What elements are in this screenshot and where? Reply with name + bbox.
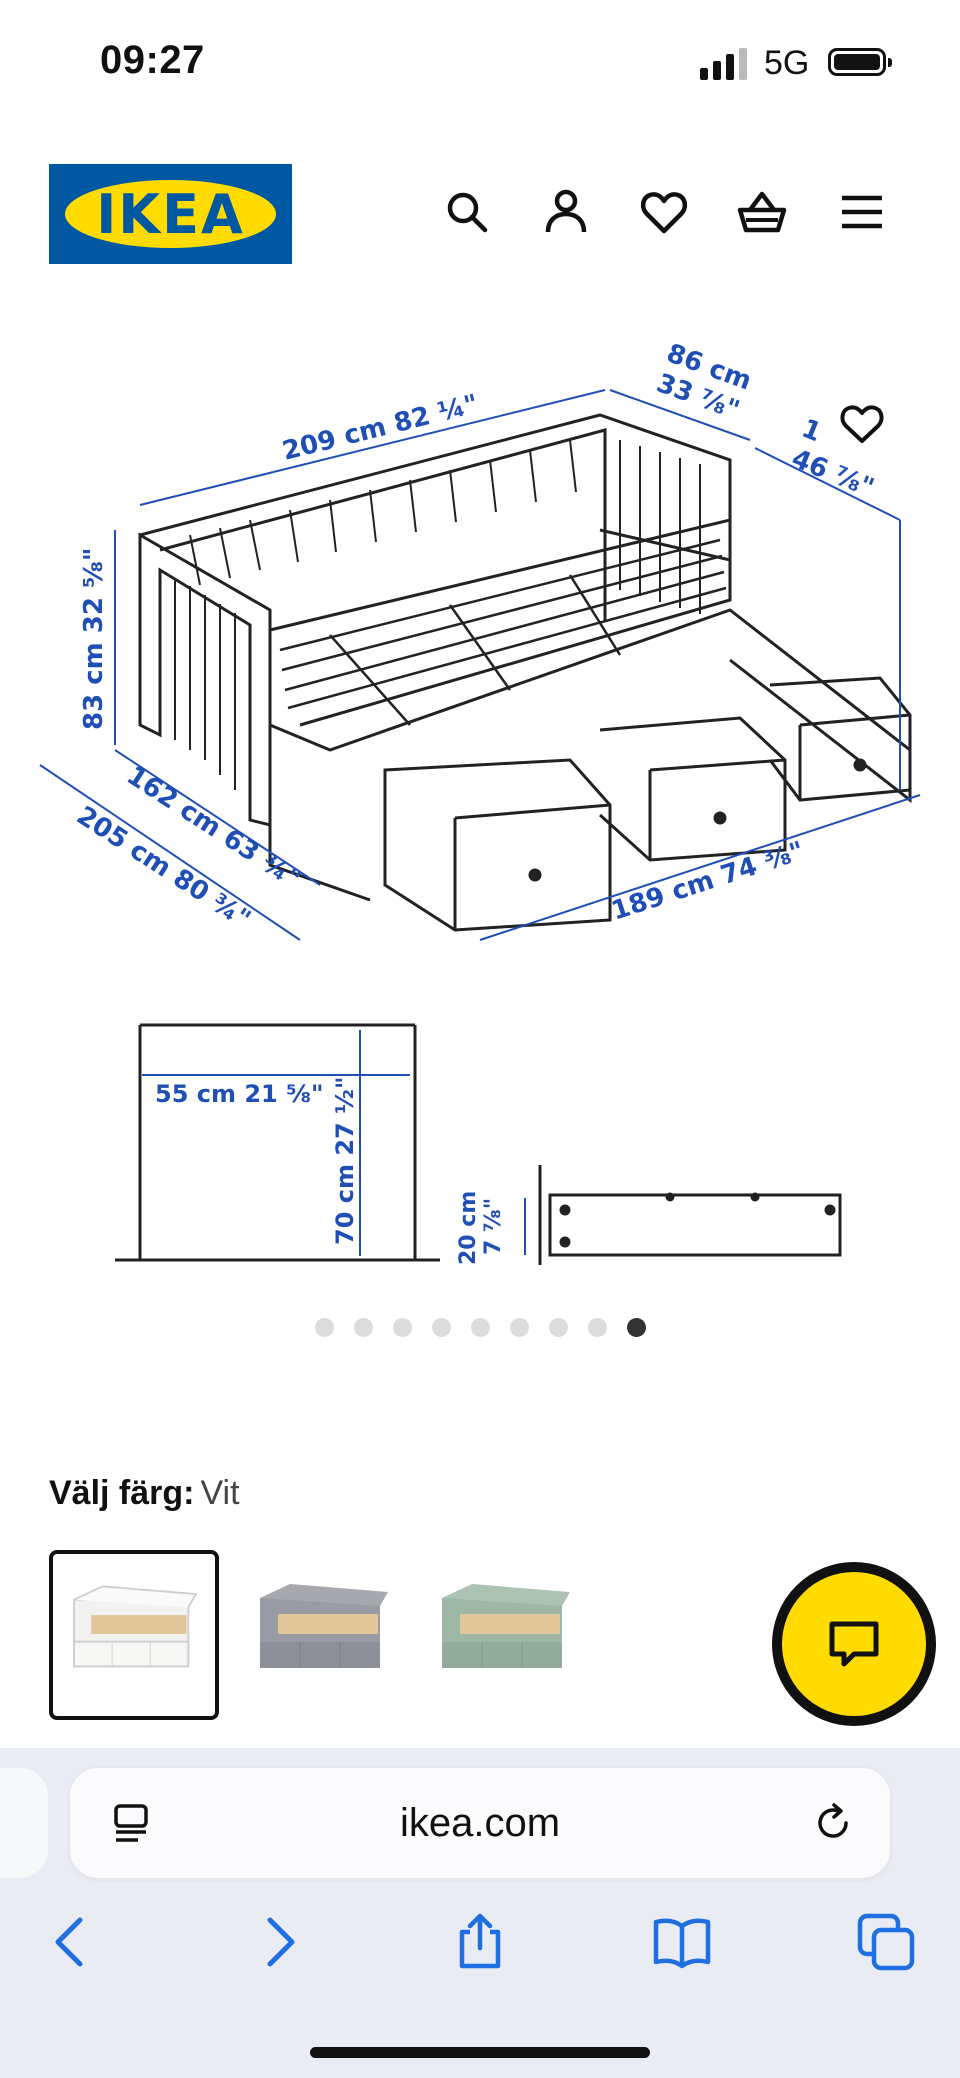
home-indicator[interactable] <box>310 2047 650 2058</box>
account-icon[interactable] <box>540 186 592 238</box>
carousel-dot[interactable] <box>431 1318 451 1337</box>
color-swatch-green[interactable] <box>420 1550 590 1720</box>
product-dimension-drawing[interactable]: 209 cm 82 ¼" 86 cm 33 ⅞" 1 46 ⅞" 83 cm 3… <box>30 330 930 1270</box>
forward-chevron-icon[interactable] <box>248 1912 308 1972</box>
bookmarks-book-icon[interactable] <box>652 1912 712 1972</box>
carousel-dot[interactable] <box>353 1318 373 1337</box>
color-selection-label: Välj färg:Vit <box>49 1474 240 1513</box>
reload-icon[interactable] <box>810 1800 856 1846</box>
search-icon[interactable] <box>441 186 493 238</box>
dim-base-height-cm: 20 cm <box>456 1191 481 1265</box>
color-swatch-grey[interactable] <box>238 1550 408 1720</box>
carousel-dot[interactable] <box>587 1318 607 1337</box>
carousel-dot[interactable] <box>548 1318 568 1337</box>
color-swatch-white[interactable] <box>49 1550 219 1720</box>
cellular-signal-icon <box>700 48 748 80</box>
chat-support-button[interactable] <box>772 1562 936 1726</box>
address-bar[interactable]: ikea.com <box>70 1768 890 1878</box>
carousel-dot[interactable] <box>470 1318 490 1337</box>
dim-base-height-in: 7 ⅞" <box>481 1198 506 1255</box>
save-favorite-heart-icon[interactable] <box>838 400 886 448</box>
back-chevron-icon[interactable] <box>42 1912 102 1972</box>
color-label-text: Välj färg: <box>49 1474 195 1512</box>
shopping-basket-icon[interactable] <box>736 186 788 238</box>
chat-bubble-icon <box>829 1621 879 1667</box>
dim-side-in: 46 ⅞" <box>787 444 878 504</box>
status-time: 09:27 <box>100 38 205 82</box>
network-type: 5G <box>764 44 810 82</box>
previous-tab-peek[interactable] <box>0 1768 48 1878</box>
ikea-logo[interactable]: IKEA <box>49 164 292 264</box>
logo-text: IKEA <box>96 182 245 246</box>
dim-drawer-width: 55 cm 21 ⅝" <box>155 1080 323 1108</box>
selected-color-value: Vit <box>200 1474 240 1512</box>
wishlist-heart-icon[interactable] <box>638 186 690 238</box>
carousel-dot[interactable] <box>392 1318 412 1337</box>
dim-height: 83 cm 32 ⅝" <box>79 548 109 730</box>
image-carousel-dots[interactable] <box>0 1318 960 1337</box>
url-text[interactable]: ikea.com <box>399 1800 561 1845</box>
carousel-dot-active[interactable] <box>626 1318 646 1337</box>
page-menu-icon[interactable] <box>110 1802 152 1844</box>
carousel-dot[interactable] <box>509 1318 529 1337</box>
dim-drawer-height: 70 cm 27 ½" <box>331 1077 359 1245</box>
dim-side-cm: 1 <box>797 414 825 449</box>
battery-icon <box>828 48 892 76</box>
menu-icon[interactable] <box>836 186 888 238</box>
share-icon[interactable] <box>450 1912 510 1972</box>
logo-oval <box>65 180 276 248</box>
tabs-icon[interactable] <box>856 1912 916 1972</box>
carousel-dot[interactable] <box>314 1318 334 1337</box>
